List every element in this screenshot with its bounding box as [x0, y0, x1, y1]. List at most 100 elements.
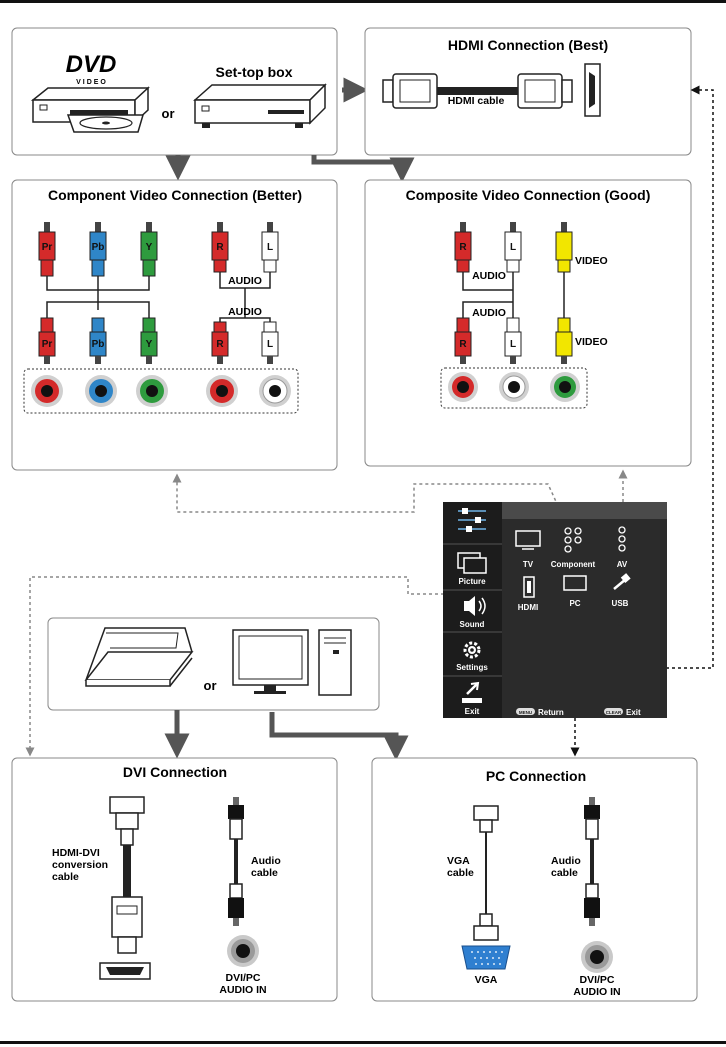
- arrow-sources-to-composite: [311, 155, 415, 183]
- plug-label-l: L: [267, 242, 273, 253]
- plug-label-y: Y: [146, 242, 153, 253]
- av-jacks-icon: [618, 526, 626, 552]
- plug-label-pr-2: Pr: [42, 339, 53, 350]
- jack-composite-l: [499, 372, 529, 402]
- dvi-title: DVI Connection: [123, 764, 227, 780]
- source-label-hdmi: HDMI: [518, 603, 538, 612]
- hdmi-title: HDMI Connection (Best): [448, 37, 608, 53]
- jack-r: [206, 375, 238, 407]
- composite-plug-l-top: L: [504, 222, 522, 273]
- menu-label-sound: Sound: [460, 620, 485, 629]
- pc-audio-cable-icon: [584, 797, 600, 926]
- pc-audio-jack: [581, 941, 613, 973]
- component-jacks-icon: [564, 527, 582, 553]
- component-title: Component Video Connection (Better): [48, 187, 302, 203]
- input-source-menu: Picture Sound Settings Exit: [443, 502, 667, 718]
- top-rule: [0, 0, 726, 3]
- plug-label-l-2: L: [267, 339, 273, 350]
- menu-label-return: Return: [538, 708, 564, 717]
- dvi-connection-box: DVI Connection HDMI-DVI conversion cable: [11, 757, 338, 1002]
- source-label-pc: PC: [569, 599, 580, 608]
- menu-sidebar-sound[interactable]: Sound: [460, 596, 486, 629]
- source-item-tv[interactable]: TV: [515, 530, 541, 569]
- pc-vga-port-label: VGA: [475, 974, 498, 986]
- jack-composite-video: [550, 372, 580, 402]
- gear-icon: [463, 641, 481, 659]
- jack-y: [136, 375, 168, 407]
- composite-plug-r-bottom: R: [454, 317, 472, 364]
- dvi-jack-label-1: DVI/PC: [225, 972, 260, 984]
- source-item-hdmi[interactable]: HDMI: [518, 576, 538, 612]
- component-plug-l-bottom: L: [261, 321, 279, 364]
- hdmi-cable-icon: [382, 73, 573, 109]
- vga-cable-icon: [473, 805, 499, 941]
- component-plug-pb-bottom: Pb: [89, 317, 107, 364]
- dvi-jack-label-2: AUDIO IN: [219, 984, 266, 996]
- jack-pb: [85, 375, 117, 407]
- jack-pr: [31, 375, 63, 407]
- dvi-cable-label-2: conversion: [52, 859, 108, 871]
- composite-plug-r-top: R: [454, 222, 472, 273]
- composite-wires: [462, 272, 565, 318]
- menu-key-clear: CLEAR: [606, 710, 622, 715]
- composite-plug-label-r-2: R: [459, 339, 467, 350]
- menu-sidebar-source[interactable]: [458, 508, 486, 532]
- plug-label-pr: Pr: [42, 242, 53, 253]
- menu-key-return: MENU: [519, 710, 532, 715]
- hdmi-cable-label: HDMI cable: [448, 95, 505, 107]
- menu-sidebar-picture[interactable]: Picture: [457, 552, 487, 586]
- picture-icon: [457, 552, 487, 574]
- source-label-av: AV: [617, 560, 628, 569]
- sources-or-label: or: [162, 106, 175, 121]
- video-sources-box: DVD VIDEO or Set-top box: [11, 27, 338, 156]
- menu-label-exit: Exit: [465, 707, 480, 716]
- component-plug-y-bottom: Y: [140, 317, 158, 364]
- dvi-cable-label-3: cable: [52, 871, 79, 883]
- menu-header-bar: [502, 502, 667, 519]
- dvd-logo-video: VIDEO: [76, 79, 108, 86]
- pc-sources-box: or: [47, 617, 380, 711]
- source-label-usb: USB: [612, 599, 629, 608]
- component-plug-r-top: R: [211, 222, 229, 273]
- monitor-menu-icon: [563, 575, 587, 591]
- settop-box-icon: [193, 83, 327, 128]
- hdmi-port-dvi-icon: [99, 962, 151, 980]
- component-plug-l-top: L: [261, 222, 279, 273]
- component-jack-panel: [23, 368, 299, 414]
- menu-footer-return[interactable]: MENU Return: [516, 708, 564, 717]
- composite-title: Composite Video Connection (Good): [406, 187, 651, 203]
- component-connection-box: Component Video Connection (Better) Pr P…: [11, 179, 338, 471]
- tv-icon: [515, 530, 541, 550]
- pc-sources-or-label: or: [204, 678, 217, 693]
- composite-video-label-bottom: VIDEO: [575, 336, 608, 348]
- source-item-usb[interactable]: USB: [612, 573, 631, 608]
- menu-sidebar-exit[interactable]: Exit: [462, 681, 482, 716]
- menu-footer-exit[interactable]: CLEAR Exit: [604, 708, 641, 717]
- composite-audio-label-bottom: AUDIO: [472, 307, 506, 319]
- source-item-pc[interactable]: PC: [563, 575, 587, 608]
- source-item-av[interactable]: AV: [617, 526, 628, 569]
- dvi-audio-label-1: Audio: [251, 855, 281, 867]
- desktop-computer-icon: [232, 629, 352, 696]
- composite-video-label-top: VIDEO: [575, 255, 608, 267]
- hdmi-connection-box: HDMI Connection (Best) HDMI cable: [364, 27, 692, 156]
- hdmi-port-icon: [584, 63, 601, 117]
- composite-plug-label-l-2: L: [510, 339, 516, 350]
- hdmi-port-menu-icon: [523, 576, 535, 598]
- composite-plug-label-r: R: [459, 242, 467, 253]
- plug-label-y-2: Y: [146, 339, 153, 350]
- component-plug-r-bottom: R: [211, 321, 229, 364]
- speaker-icon: [464, 596, 486, 616]
- dvd-player-icon: [30, 86, 150, 133]
- component-plug-pr-bottom: Pr: [38, 317, 56, 364]
- source-item-component[interactable]: Component: [551, 527, 596, 569]
- dvd-logo: DVD: [66, 51, 117, 78]
- menu-sidebar-settings[interactable]: Settings: [456, 641, 488, 672]
- bottom-rule: [0, 1041, 726, 1044]
- dvi-cable-label-1: HDMI-DVI: [52, 847, 100, 859]
- component-wires: [46, 272, 271, 322]
- dvi-audio-label-2: cable: [251, 867, 278, 879]
- laptop-icon: [84, 627, 194, 687]
